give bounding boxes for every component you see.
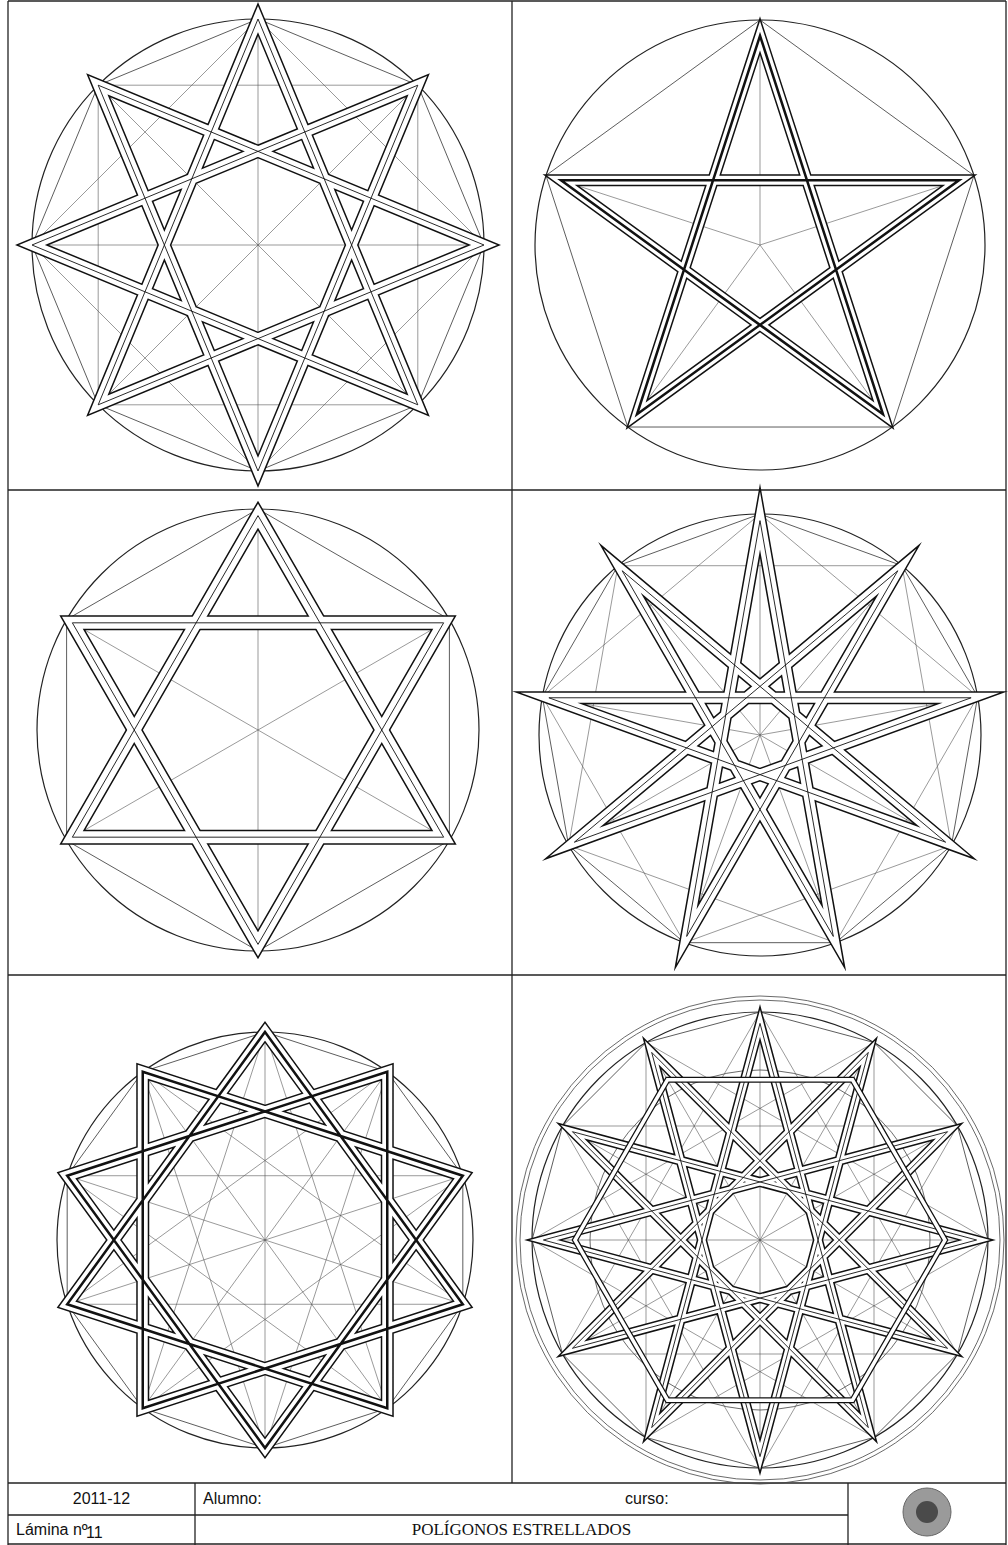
title-block-cell: Lámina nº11 <box>8 1515 195 1545</box>
frame-line <box>8 1543 1006 1544</box>
title-cell: POLÍGONOS ESTRELLADOS <box>195 1515 848 1545</box>
sheet-field: 2011-12 <box>73 1490 131 1508</box>
sheet-field: curso: <box>625 1490 669 1508</box>
frame-line <box>1005 1 1006 1545</box>
frame-line <box>8 1514 848 1515</box>
star-figure <box>539 514 981 956</box>
sheet-field: Alumno: <box>203 1490 262 1508</box>
frame-line <box>8 489 1006 490</box>
sheet-field: Lámina nº <box>16 1521 88 1539</box>
star-figure <box>516 996 1004 1484</box>
title-block-cell: 2011-12 <box>8 1483 195 1515</box>
sheet-title: POLÍGONOS ESTRELLADOS <box>412 1520 632 1540</box>
star-figure <box>57 1032 473 1448</box>
frame-line <box>8 0 1006 1</box>
frame-line <box>8 1482 1006 1483</box>
school-logo <box>903 1488 951 1536</box>
star-figure <box>535 20 985 470</box>
frame-line <box>194 1483 195 1545</box>
sheet-frame <box>8 1 1006 1545</box>
sheet-field: 11 <box>86 1524 103 1542</box>
frame-line <box>8 974 1006 975</box>
frame-line <box>7 1 8 1545</box>
star-figure <box>37 509 479 951</box>
frame-line <box>847 1483 848 1545</box>
title-block-cell: Alumno: curso: <box>195 1483 848 1515</box>
frame-line <box>511 1 512 1483</box>
star-figure <box>32 19 484 471</box>
